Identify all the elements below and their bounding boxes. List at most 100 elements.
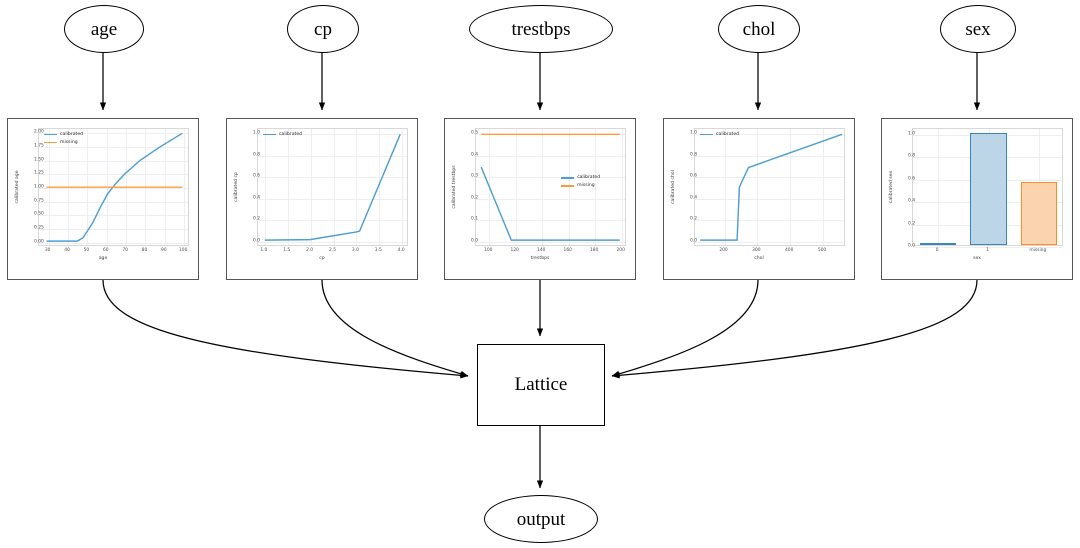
legend-entry-missing: missing — [44, 140, 83, 145]
input-node-cp[interactable]: cp — [287, 5, 359, 53]
gridline-h — [39, 201, 188, 203]
input-node-sex[interactable]: sex — [940, 5, 1016, 53]
bar-1[interactable] — [970, 132, 1007, 245]
xtick-label: 2.5 — [329, 248, 336, 253]
yaxis-label: calibrated chol — [671, 169, 676, 205]
xaxis-label: cp — [319, 256, 325, 261]
input-node-chol[interactable]: chol — [718, 5, 800, 53]
gridline-h — [695, 220, 844, 222]
output-node-label: output — [516, 508, 566, 530]
axes-sex — [912, 128, 1063, 248]
figure-cp: 0.00.20.40.60.81.01.01.52.02.53.03.54.0c… — [227, 119, 417, 279]
input-node-chol-label: chol — [742, 18, 776, 40]
output-node[interactable]: output — [484, 495, 598, 543]
gridline-v — [621, 129, 623, 245]
series-calibrated — [700, 133, 843, 241]
xtick-label: 1.5 — [283, 248, 291, 253]
xtick-label: 500 — [817, 248, 827, 253]
xtick-label: 0 — [935, 248, 939, 253]
legend-label-calibrated: calibrated — [279, 132, 303, 137]
xtick-label: 400 — [784, 248, 794, 253]
gridline-v — [595, 129, 597, 245]
xtick-label: 160 — [563, 248, 572, 253]
gridline-h — [39, 133, 188, 135]
calibrator-plot-sex[interactable]: 0.00.20.40.60.81.001missingsexcalibrated… — [881, 118, 1073, 280]
gridline-h — [476, 241, 625, 243]
input-node-age[interactable]: age — [64, 5, 144, 53]
legend-entry-calibrated: calibrated — [700, 132, 739, 137]
gridline-h — [258, 241, 407, 243]
gridline-h — [476, 198, 625, 200]
gridline-h — [695, 134, 844, 136]
input-node-trestbps[interactable]: trestbps — [469, 5, 613, 53]
gridline-h — [39, 242, 188, 244]
gridline-v — [402, 129, 404, 245]
xtick-label: 90 — [161, 248, 167, 253]
xtick-label: 300 — [752, 248, 761, 253]
gridline-v — [938, 129, 940, 245]
gridline-h — [258, 134, 407, 136]
bar-0[interactable] — [920, 243, 957, 245]
gridline-h — [476, 155, 625, 157]
legend-label-calibrated: calibrated — [716, 132, 740, 137]
calibrator-plot-trestbps[interactable]: 0.00.10.20.30.40.5100120140160180200tres… — [444, 118, 636, 280]
xaxis-label: sex — [973, 256, 981, 261]
gridline-v — [823, 129, 825, 245]
series-lines — [264, 134, 401, 241]
legend-label-calibrated: calibrated — [60, 132, 84, 137]
series-lines — [480, 133, 620, 241]
xtick-label: 180 — [590, 248, 599, 253]
lattice-node[interactable]: Lattice — [477, 344, 605, 426]
gridline-h — [39, 147, 188, 149]
legend-swatch-missing — [561, 184, 575, 187]
axes-trestbps — [475, 128, 626, 246]
gridline-h — [913, 247, 1062, 248]
legend-entry-calibrated: calibrated — [263, 132, 302, 137]
xtick-label: 200 — [616, 248, 625, 253]
axes-cp — [257, 128, 408, 246]
series-calibrated — [46, 132, 183, 242]
xtick-label: 40 — [64, 248, 70, 253]
legend-swatch-missing — [44, 141, 57, 144]
calibrator-plot-age[interactable]: 0.000.250.500.751.001.251.501.752.003040… — [7, 118, 199, 280]
series-lines — [700, 133, 843, 241]
gridline-h — [476, 220, 625, 222]
chart-legend: calibrated — [700, 132, 739, 137]
gridline-v — [790, 129, 792, 245]
chart-legend: calibrated — [263, 132, 302, 137]
xtick-label: 120 — [510, 248, 519, 253]
xtick-label: 3.5 — [374, 248, 382, 253]
xaxis-label: trestbps — [530, 256, 550, 261]
legend-label-calibrated: calibrated — [577, 175, 601, 181]
gridline-v — [724, 129, 726, 245]
gridline-h — [39, 188, 188, 189]
gridline-h — [695, 241, 844, 243]
gridline-v — [264, 129, 266, 245]
gridline-h — [258, 198, 407, 200]
gridline-h — [39, 215, 188, 217]
series-calibrated — [480, 166, 620, 241]
gridline-h — [39, 228, 188, 230]
xtick-label: 1.0 — [260, 248, 268, 253]
gridline-v — [379, 129, 381, 245]
xaxis-label: chol — [754, 256, 764, 261]
xtick-label: 3.0 — [351, 248, 359, 253]
xtick-label: 140 — [537, 248, 546, 253]
figure-age: 0.000.250.500.751.001.251.501.752.003040… — [8, 119, 198, 279]
series-calibrated — [264, 134, 401, 241]
xtick-label: 80 — [141, 248, 148, 253]
gridline-h — [695, 198, 844, 200]
chart-legend: calibrated missing — [44, 132, 83, 145]
bar-missing[interactable] — [1020, 182, 1057, 245]
gridline-v — [310, 129, 312, 245]
legend-swatch-calibrated — [561, 176, 575, 179]
input-node-cp-label: cp — [314, 18, 332, 40]
calibrator-plot-cp[interactable]: 0.00.20.40.60.81.01.01.52.02.53.03.54.0c… — [226, 118, 418, 280]
gridline-h — [695, 155, 844, 157]
xtick-label: 2.0 — [306, 248, 314, 253]
calibrator-plot-chol[interactable]: 0.00.20.40.60.81.0200300400500cholcalibr… — [663, 118, 855, 280]
legend-entry-missing: missing — [561, 183, 600, 188]
gridline-h — [695, 177, 844, 179]
lattice-node-label: Lattice — [514, 374, 568, 395]
gridline-v — [757, 129, 759, 245]
